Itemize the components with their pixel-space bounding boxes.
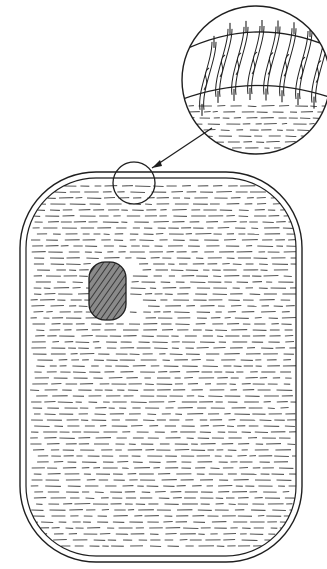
inset-dash [266, 142, 279, 143]
cell [20, 172, 306, 562]
inset-dash [282, 124, 287, 125]
inset-dash [286, 136, 297, 137]
pointer-arrow [152, 128, 212, 168]
inset-dash [213, 112, 218, 113]
inset-dash [321, 124, 327, 125]
inset-dash [310, 106, 317, 107]
inset-dash [248, 106, 257, 107]
magnified-inset [180, 6, 327, 154]
cell-membrane [26, 178, 296, 556]
nucleus [89, 262, 126, 320]
